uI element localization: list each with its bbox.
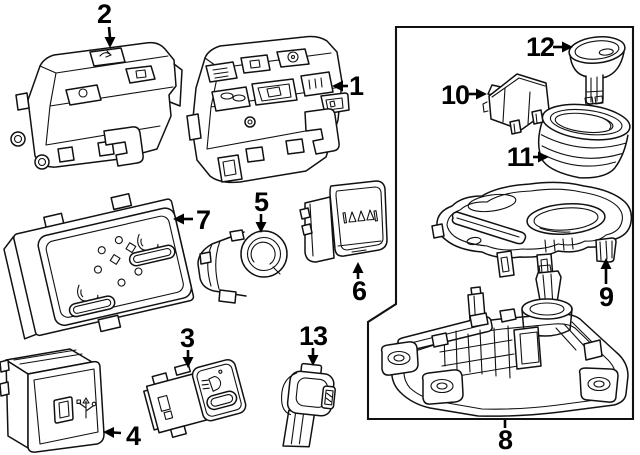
callout-11-label[interactable]: 11	[507, 142, 536, 172]
arrowhead	[255, 222, 267, 233]
callout-10[interactable]: 10	[441, 80, 487, 110]
part-7-heated-seat-panel	[3, 192, 195, 340]
callout-13[interactable]: 13	[299, 321, 329, 366]
callout-12[interactable]: 12	[526, 32, 573, 62]
part-11-boot-cup	[537, 103, 631, 179]
callout-11[interactable]: 11	[507, 142, 549, 172]
callout-8-label[interactable]: 8	[498, 425, 514, 455]
return-arrow-icon	[99, 50, 112, 58]
arrowhead	[332, 80, 343, 92]
round-button-icon	[78, 88, 88, 98]
part-8-shift-lever-assembly	[380, 264, 629, 417]
square-button-icon	[135, 69, 147, 79]
camera-button-icon	[287, 51, 299, 63]
part-10-control-module	[482, 73, 550, 135]
part-13-side-switch	[281, 362, 336, 448]
callout-9-label[interactable]: 9	[599, 282, 615, 312]
part-3-panel-switch	[143, 359, 247, 439]
callout-13-label[interactable]: 13	[299, 321, 329, 351]
arrowhead	[538, 151, 549, 163]
arrowhead	[173, 213, 184, 225]
menu-lines-icon	[212, 67, 229, 79]
arrowhead	[476, 88, 487, 100]
callout-7[interactable]: 7	[173, 205, 211, 235]
part-9-console-bezel	[431, 181, 633, 279]
callout-2[interactable]: 2	[97, 0, 116, 48]
callout-1[interactable]: 1	[332, 71, 365, 101]
callout-6-label[interactable]: 6	[352, 276, 368, 306]
arrowhead	[600, 258, 612, 269]
square-button-icon	[249, 59, 261, 69]
part-5-push-button	[197, 229, 288, 304]
callout-3-label[interactable]: 3	[180, 323, 196, 353]
callout-5[interactable]: 5	[254, 187, 270, 233]
shift-pattern-icon	[342, 209, 379, 224]
callout-6[interactable]: 6	[352, 262, 368, 306]
arrowhead	[104, 37, 116, 48]
callout-4-label[interactable]: 4	[126, 421, 142, 451]
part-4-usb-outlet	[0, 348, 105, 453]
arrowhead	[352, 262, 364, 273]
callout-9[interactable]: 9	[599, 258, 615, 312]
switch-button-icon	[320, 385, 336, 410]
group-boundary-box	[366, 25, 635, 421]
callout-4[interactable]: 4	[103, 421, 142, 451]
arrowhead	[103, 427, 114, 438]
arrowhead	[307, 355, 319, 366]
part-2-switch-panel	[10, 41, 183, 170]
callout-1-label[interactable]: 1	[349, 71, 365, 101]
callout-10-label[interactable]: 10	[441, 80, 470, 110]
callout-8[interactable]: 8	[498, 420, 514, 455]
part-1-switch-panel	[186, 35, 350, 184]
arrowhead	[182, 357, 194, 368]
callout-12-label[interactable]: 12	[526, 32, 555, 62]
callout-2-label[interactable]: 2	[97, 0, 112, 29]
callout-5-label[interactable]: 5	[254, 187, 270, 217]
callout-3[interactable]: 3	[180, 323, 196, 368]
part-6-rocker-switch	[299, 180, 388, 263]
headlight-leveling-icon	[201, 369, 223, 392]
arrowhead	[562, 41, 573, 53]
usb-icon	[76, 397, 97, 419]
part-12-knob-cap	[568, 35, 626, 106]
callout-7-label[interactable]: 7	[196, 205, 211, 235]
